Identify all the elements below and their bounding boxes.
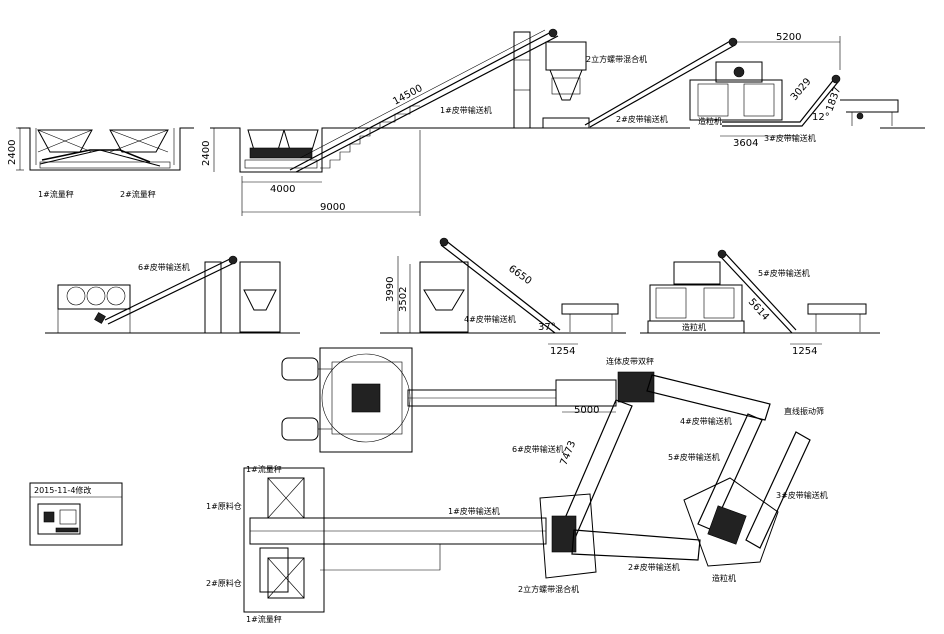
dim-3029: 3029 xyxy=(789,76,814,103)
label-granulator-elev: 造粒机 xyxy=(698,116,722,126)
label-flow-scale-1-plan-top: 1#流量秤 xyxy=(246,464,282,474)
dim-12deg: 12° xyxy=(812,112,830,123)
label-belt-4-plan: 4#皮带输送机 xyxy=(680,416,732,426)
label-mixer-plan: 2立方螺带混合机 xyxy=(518,584,579,594)
dim-14500: 14500 xyxy=(391,83,424,108)
label-belt-5-plan: 5#皮带输送机 xyxy=(668,452,720,462)
label-belt-6-elev: 6#皮带输送机 xyxy=(138,262,190,272)
label-belt-3-elev: 3#皮带输送机 xyxy=(764,133,816,143)
dim-5000: 5000 xyxy=(574,405,599,416)
label-belt-1-elev: 1#皮带输送机 xyxy=(440,105,492,115)
label-granulator-plan: 造粒机 xyxy=(712,573,736,583)
dim-3604: 3604 xyxy=(733,138,758,149)
label-belt-2-plan: 2#皮带输送机 xyxy=(628,562,680,572)
belt-6-elevation-section: 6#皮带输送机 xyxy=(45,255,300,334)
revision-note: 2015-11-4修改 xyxy=(34,485,91,495)
revision-box: 2015-11-4修改 xyxy=(29,482,123,546)
dim-4000: 4000 xyxy=(270,184,295,195)
belt-5-elevation-section: 造粒机 5#皮带输送机 5614 1254 xyxy=(640,249,880,357)
label-flow-scale-1: 1#流量秤 xyxy=(38,189,74,199)
label-flow-scale-1-plan-bottom: 1#流量秤 xyxy=(246,614,282,624)
dim-2400-mid: 2400 xyxy=(201,141,212,166)
dim-1254-a: 1254 xyxy=(550,346,575,357)
label-belt-3-plan: 3#皮带输送机 xyxy=(776,490,828,500)
label-belt-2-elev: 2#皮带输送机 xyxy=(616,114,668,124)
dim-1837: 1837 xyxy=(824,85,843,113)
dim-1254-b: 1254 xyxy=(792,346,817,357)
plan-view-section: 5000 连体皮带双秤 4#皮带输送机 直线振动筛 5#皮带输送机 3#皮带输送… xyxy=(206,347,828,624)
label-vibrating-screen: 直线振动筛 xyxy=(784,406,824,416)
dim-3502: 3502 xyxy=(398,287,409,312)
dim-2400-left: 2400 xyxy=(7,140,18,165)
dim-5200: 5200 xyxy=(776,32,801,43)
label-belt-6-plan: 6#皮带输送机 xyxy=(512,444,564,454)
label-belt-5-elev: 5#皮带输送机 xyxy=(758,268,810,278)
dim-3990: 3990 xyxy=(385,277,396,302)
label-mixer-elev: 2立方螺带混合机 xyxy=(586,54,647,64)
label-flow-scale-2: 2#流量秤 xyxy=(120,189,156,199)
dim-9000: 9000 xyxy=(320,202,345,213)
label-raw-bin-2: 2#原料仓 xyxy=(206,578,242,588)
label-twin-scale: 连体皮带双秤 xyxy=(606,356,654,366)
dim-5614: 5614 xyxy=(746,297,771,323)
label-belt-1-plan: 1#皮带输送机 xyxy=(448,506,500,516)
label-granulator-elev-2: 造粒机 xyxy=(682,322,706,332)
flow-scale-pit-section: 2400 1#流量秤 2#流量秤 xyxy=(7,127,194,199)
dim-6650: 6650 xyxy=(506,263,533,287)
label-raw-bin-1: 1#原料仓 xyxy=(206,501,242,511)
belt-4-elevation-section: 6650 3990 3502 4#皮带输送机 37° 1254 xyxy=(380,237,626,357)
dim-37deg: 37° xyxy=(538,322,556,333)
label-belt-4-elev: 4#皮带输送机 xyxy=(464,314,516,324)
main-elevation-section: 14500 1#皮带输送机 2立方螺带混合机 2#皮带输送机 造粒机 3#皮带输… xyxy=(201,28,925,216)
